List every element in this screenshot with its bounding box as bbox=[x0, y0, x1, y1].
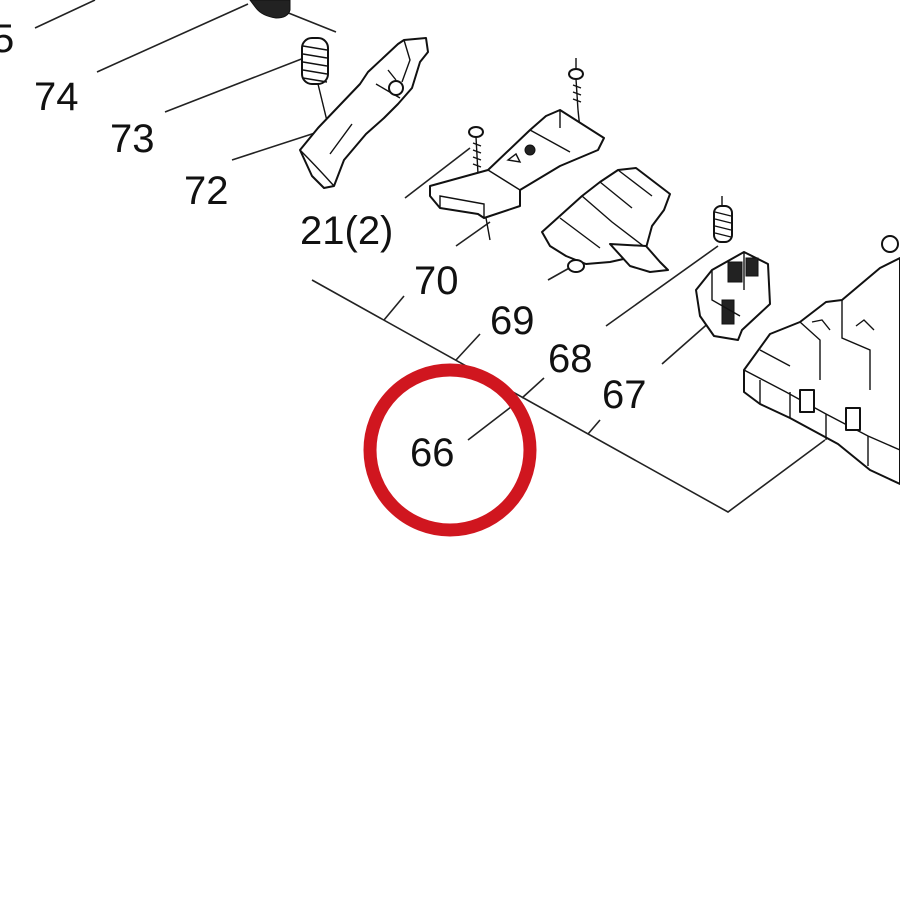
part-74-pin bbox=[249, 0, 291, 19]
leader-line-74 bbox=[96, 3, 249, 73]
leader-line-74b bbox=[285, 11, 337, 33]
housing-boss bbox=[881, 235, 899, 253]
part-labels: 5 74 73 72 21(2) 70 69 68 67 66 bbox=[0, 17, 647, 475]
leader-line-67 bbox=[661, 319, 713, 365]
part-21-screws bbox=[468, 58, 584, 241]
leader-line-21 bbox=[404, 147, 471, 199]
label-part-67: 67 bbox=[602, 373, 647, 417]
label-part-75: 5 bbox=[0, 17, 14, 61]
part-66-housing bbox=[743, 235, 900, 485]
actuator-ribs bbox=[559, 169, 653, 249]
label-part-73: 73 bbox=[110, 117, 155, 161]
part-69-actuator bbox=[541, 167, 671, 273]
lever-details bbox=[299, 39, 411, 187]
spring-body bbox=[301, 37, 329, 85]
label-part-68: 68 bbox=[548, 337, 593, 381]
lever-pivot bbox=[388, 80, 404, 96]
label-part-69: 69 bbox=[490, 299, 535, 343]
part-72-lever bbox=[299, 37, 429, 189]
label-part-66: 66 bbox=[410, 431, 455, 475]
leader-lines bbox=[34, 0, 826, 513]
housing-clip-2 bbox=[845, 407, 861, 431]
spring-coils bbox=[302, 45, 328, 83]
bracket-edges bbox=[439, 110, 571, 218]
connector-slot-1 bbox=[727, 261, 743, 283]
part-67-connector bbox=[695, 251, 771, 341]
bracket-tick-69 bbox=[455, 333, 481, 361]
screw-2 bbox=[568, 58, 584, 149]
label-part-74: 74 bbox=[34, 75, 79, 119]
bracket-tick-70 bbox=[383, 295, 405, 321]
leader-line-68 bbox=[605, 245, 719, 327]
leader-line-72 bbox=[231, 131, 319, 161]
housing-ribs bbox=[743, 300, 900, 466]
highlight-circle bbox=[363, 363, 537, 537]
label-part-70: 70 bbox=[414, 259, 459, 303]
leader-line-70 bbox=[455, 221, 491, 247]
assembly-bracket bbox=[311, 279, 826, 513]
actuator-tab bbox=[609, 243, 669, 273]
housing-clip-1 bbox=[799, 389, 815, 413]
part-68-spring bbox=[713, 196, 733, 243]
bracket-arrow-mark bbox=[506, 152, 522, 163]
bracket-plate bbox=[429, 109, 605, 219]
bracket-hole-1 bbox=[524, 144, 536, 156]
actuator-plunger bbox=[567, 259, 585, 273]
leader-line-73 bbox=[164, 57, 305, 113]
bracket-tick-68 bbox=[521, 377, 545, 399]
bracket-tick-67 bbox=[587, 419, 601, 435]
screw-1 bbox=[468, 126, 491, 241]
connector-slot-2 bbox=[745, 257, 759, 277]
label-part-21: 21(2) bbox=[300, 209, 393, 253]
label-part-72: 72 bbox=[184, 169, 229, 213]
part-70-bracket bbox=[429, 109, 605, 219]
leader-line-75 bbox=[34, 0, 96, 29]
pin-head-shape bbox=[249, 0, 291, 19]
